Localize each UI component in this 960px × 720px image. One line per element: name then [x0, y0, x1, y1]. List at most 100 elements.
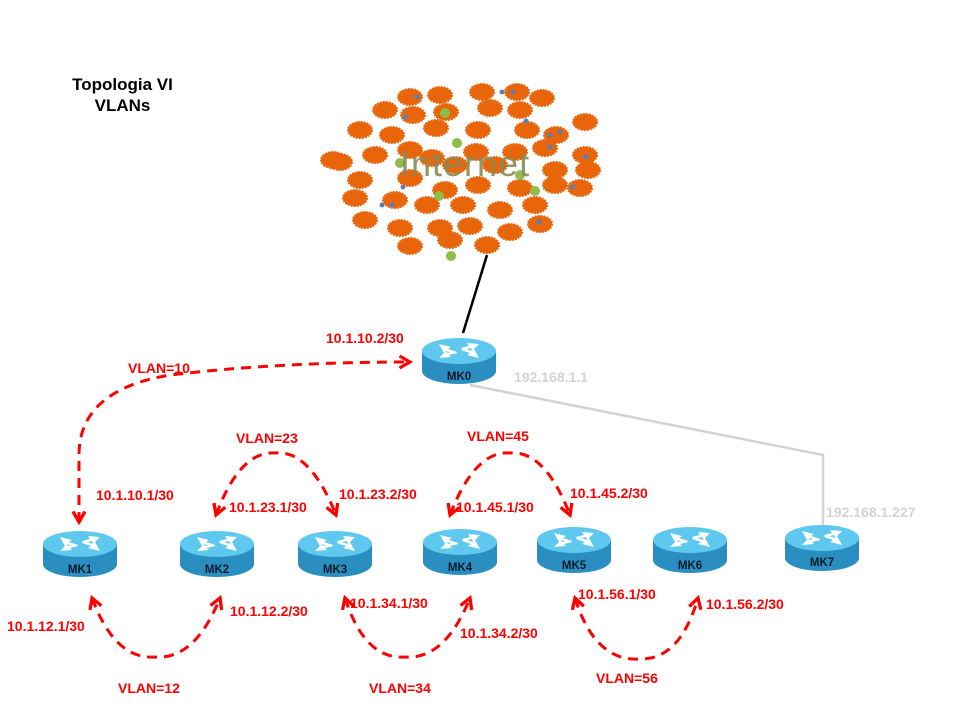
- ip-mk6-vlan56: 10.1.56.2/30: [706, 596, 784, 612]
- vlan-45-label: VLAN=45: [467, 428, 529, 444]
- router-name-mk2: MK2: [204, 564, 230, 576]
- ip-mk1-vlan12: 10.1.12.1/30: [7, 618, 85, 634]
- mgmt-ip-mk0: 192.168.1.1: [514, 369, 588, 385]
- cloud-node-blue: [414, 94, 420, 100]
- cloud-blob: [397, 169, 423, 187]
- cloud-blob: [379, 126, 405, 144]
- vlan-12-link: [92, 598, 220, 659]
- cloud-blob: [352, 211, 378, 229]
- diagram-title: Topologia VI VLANs: [50, 74, 195, 116]
- router-name-mk5: MK5: [561, 560, 587, 572]
- ip-mk5-vlan56: 10.1.56.1/30: [578, 586, 656, 602]
- cloud-blob: [529, 89, 555, 107]
- ip-mk4-vlan45: 10.1.45.1/30: [456, 499, 534, 515]
- cloud-node-blue: [547, 144, 553, 150]
- cloud-blob: [542, 176, 568, 194]
- cloud-blob: [474, 236, 500, 254]
- cloud-blob: [572, 113, 598, 131]
- cloud-blob: [397, 141, 423, 159]
- cloud-blob: [320, 151, 346, 169]
- cloud-node-blue: [523, 118, 529, 124]
- cloud-node-blue: [510, 89, 516, 95]
- cloud-node-blue: [499, 89, 505, 95]
- cloud-blob: [400, 106, 426, 124]
- internet-cloud-icon: [320, 83, 601, 261]
- ip-mk2-vlan23: 10.1.23.1/30: [229, 499, 307, 515]
- ip-mk3-vlan23: 10.1.23.2/30: [339, 486, 417, 502]
- cloud-blob: [507, 101, 533, 119]
- cloud-blob: [347, 121, 373, 139]
- vlan-56-label: VLAN=56: [596, 670, 658, 686]
- vlan-56-link: [575, 598, 698, 661]
- ip-mk4-vlan34: 10.1.34.2/30: [460, 625, 538, 641]
- cloud-node-blue: [570, 184, 576, 190]
- cloud-blob: [419, 149, 445, 167]
- mgmt-ip-mk7: 192.168.1.227: [826, 504, 916, 520]
- vlan-23-label: VLAN=23: [236, 430, 298, 446]
- router-name-mk3: MK3: [322, 564, 348, 576]
- vlan-12-label: VLAN=12: [118, 680, 180, 696]
- cloud-blob: [362, 146, 388, 164]
- cloud-blob: [414, 196, 440, 214]
- cloud-blob: [437, 231, 463, 249]
- cloud-node-blue: [536, 219, 542, 225]
- link-internet-mk0: [461, 254, 489, 334]
- cloud-blob: [477, 99, 503, 117]
- internet-label: Internet: [400, 143, 531, 184]
- cloud-blob: [542, 161, 568, 179]
- cloud-blob: [514, 121, 540, 139]
- cloud-blob: [372, 101, 398, 119]
- cloud-blob: [522, 196, 548, 214]
- cloud-blob: [347, 171, 373, 189]
- cloud-node-blue: [583, 154, 589, 160]
- cloud-node-blue: [557, 129, 563, 135]
- router-name-mk7: MK7: [809, 557, 835, 569]
- cloud-blob: [567, 179, 593, 197]
- cloud-node-blue: [389, 202, 395, 208]
- cloud-blob: [504, 83, 530, 101]
- title-line-1: Topologia VI: [72, 75, 173, 94]
- router-name-mk0: MK0: [446, 371, 472, 383]
- cloud-node-blue: [402, 114, 408, 120]
- cloud-blob: [423, 119, 449, 137]
- cloud-node-green: [440, 108, 450, 118]
- vlan-10-link: [79, 362, 410, 522]
- ip-mk1-vlan10: 10.1.10.1/30: [96, 487, 174, 503]
- cloud-blob: [487, 201, 513, 219]
- cloud-blob: [427, 86, 453, 104]
- vlan-10-label: VLAN=10: [128, 360, 190, 376]
- vlan-34-label: VLAN=34: [369, 680, 431, 696]
- cloud-blob: [465, 121, 491, 139]
- cloud-blob: [457, 217, 483, 235]
- cloud-blob: [450, 196, 476, 214]
- cloud-node-green: [452, 138, 462, 148]
- vlan-34-link: [345, 598, 470, 659]
- cloud-blob: [465, 176, 491, 194]
- cloud-blob: [442, 156, 468, 174]
- cloud-blob: [397, 237, 423, 255]
- router-name-mk6: MK6: [677, 560, 703, 572]
- title-line-2: VLANs: [94, 96, 151, 115]
- cloud-node-blue: [379, 202, 385, 208]
- cloud-blob: [387, 219, 413, 237]
- vlan-23-link: [216, 451, 336, 515]
- router-name-mk4: MK4: [447, 562, 473, 574]
- ip-mk5-vlan45: 10.1.45.2/30: [570, 485, 648, 501]
- cloud-node-green: [434, 191, 444, 201]
- cloud-blob: [497, 223, 523, 241]
- cloud-blob: [575, 161, 601, 179]
- cloud-node-green: [446, 251, 456, 261]
- cloud-blob: [502, 143, 528, 161]
- cloud-blob: [532, 139, 558, 157]
- cloud-blob: [469, 83, 495, 101]
- cloud-blob: [463, 143, 489, 161]
- ip-mk3-vlan34: 10.1.34.1/30: [350, 595, 428, 611]
- link-mk0-mk7: [469, 383, 825, 528]
- cloud-blob: [382, 191, 408, 209]
- cloud-node-green: [395, 158, 405, 168]
- cloud-node-blue: [547, 132, 553, 138]
- ip-mk0-vlan10: 10.1.10.2/30: [326, 330, 404, 346]
- cloud-blob: [482, 156, 508, 174]
- cloud-blob: [397, 88, 423, 106]
